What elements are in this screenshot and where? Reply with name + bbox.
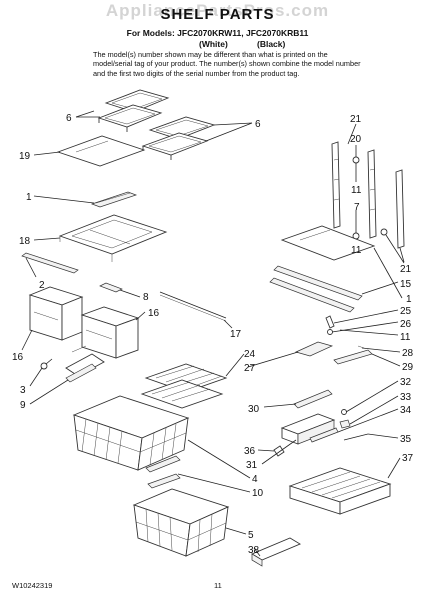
- lower-wire-basket: [132, 488, 230, 557]
- shelf-bracket-27: [294, 341, 334, 357]
- shelf-support-clip: [325, 315, 335, 335]
- callout-37: 37: [402, 453, 414, 464]
- color-black-label: (Black): [257, 39, 286, 49]
- callout-16-left: 16: [12, 352, 24, 363]
- deli-drawer-37: [288, 467, 392, 515]
- callout-17: 17: [230, 329, 242, 340]
- color-white-label: (White): [199, 39, 228, 49]
- callout-38: 38: [248, 545, 260, 556]
- callout-11-bottom: 11: [400, 332, 411, 343]
- small-clip: [99, 282, 123, 293]
- shelf-trim: [90, 191, 138, 208]
- callout-18: 18: [19, 236, 31, 247]
- callout-20: 20: [350, 134, 362, 145]
- callout-10: 10: [252, 488, 264, 499]
- callout-29: 29: [402, 362, 414, 373]
- callout-11-top: 11: [351, 185, 362, 196]
- wire-shelf-lower: [140, 379, 224, 409]
- page-number: 11: [214, 581, 222, 590]
- upper-shelf-left: [97, 89, 170, 132]
- drawer-front-38: [251, 537, 301, 567]
- callout-2: 2: [39, 280, 45, 291]
- callout-1-right: 1: [406, 294, 412, 305]
- hinge-pin-32: [341, 409, 347, 415]
- bin-cord-35: [343, 433, 369, 441]
- callout-25: 25: [400, 306, 412, 317]
- callout-3: 3: [20, 385, 26, 396]
- callout-16-right: 16: [148, 308, 160, 319]
- crisper-rail: [21, 252, 79, 274]
- divider-rod: [159, 291, 227, 322]
- shelf-front-trim: [269, 265, 363, 313]
- glass-shelf: [56, 135, 146, 167]
- callout-34: 34: [400, 405, 412, 416]
- callout-11-mid: 11: [351, 245, 362, 256]
- models-line: For Models: JFC2070KRW11, JFC2070KRB11: [126, 28, 309, 38]
- callout-9: 9: [20, 400, 26, 411]
- callout-labels: 6 6 19 1 18 2 8 16 16 3 9 21 20 11 7 11 …: [12, 113, 414, 556]
- callout-1-left: 1: [26, 192, 32, 203]
- upper-shelf-right: [141, 116, 216, 160]
- callout-31: 31: [246, 460, 258, 471]
- drawer-slide-bracket: [65, 345, 105, 383]
- glass-shelf-right: [280, 225, 376, 261]
- document-number: W10242319: [12, 581, 53, 590]
- callout-28: 28: [402, 348, 414, 359]
- leader-lines: [21, 110, 405, 557]
- callout-26: 26: [400, 319, 412, 330]
- callout-8: 8: [143, 292, 149, 303]
- shelf-ladder-left: [331, 141, 341, 229]
- mounting-screw: [40, 358, 53, 370]
- shelf-ladder-right: [367, 149, 377, 239]
- shelf-ladder-far: [395, 169, 405, 249]
- page-title: SHELF PARTS: [160, 6, 275, 23]
- callout-33: 33: [400, 392, 412, 403]
- lower-basket-handle: [147, 473, 181, 489]
- callout-35: 35: [400, 434, 412, 445]
- callout-5: 5: [248, 530, 254, 541]
- callout-36: 36: [244, 446, 256, 457]
- upper-wire-basket: [72, 395, 190, 471]
- crisper-drawer-right: [80, 306, 140, 359]
- bin-assembly-31: [280, 413, 336, 445]
- callout-19: 19: [19, 151, 31, 162]
- callout-32: 32: [400, 377, 412, 388]
- watermark: AppliancePartsPros.com: [105, 1, 330, 20]
- callout-6-left: 6: [66, 113, 72, 124]
- ladder-screws: [352, 156, 388, 240]
- callout-21-bottom: 21: [400, 264, 412, 275]
- crisper-drawer-left: [28, 286, 84, 341]
- callout-24: 24: [244, 349, 256, 360]
- bin-rail-30: [293, 389, 333, 409]
- callout-21-top: 21: [350, 114, 362, 125]
- callout-27: 27: [244, 363, 256, 374]
- callout-30: 30: [248, 404, 260, 415]
- callout-4: 4: [252, 474, 258, 485]
- model-number-note: The model(s) number shown may be differe…: [93, 50, 361, 78]
- bin-clip-33: [339, 419, 351, 429]
- callout-6-right: 6: [255, 119, 261, 130]
- callout-7: 7: [354, 202, 360, 213]
- crisper-cover-frame: [58, 214, 168, 262]
- basket-handle: [145, 455, 181, 473]
- callout-15: 15: [400, 279, 412, 290]
